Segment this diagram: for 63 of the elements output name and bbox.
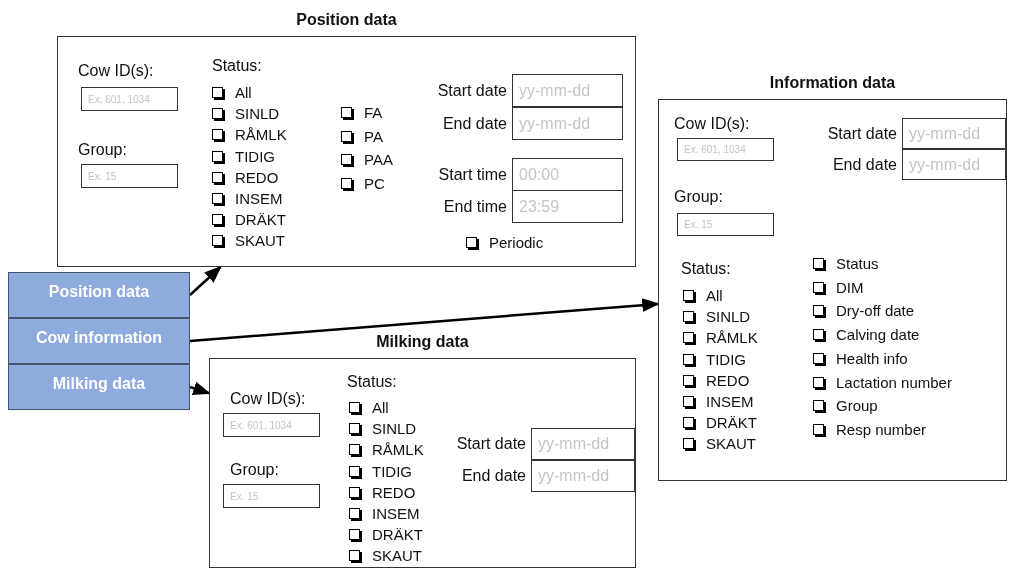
checkbox-label: Periodic <box>489 234 544 252</box>
menu-item: Position data <box>8 272 190 318</box>
status-heading: Status: <box>681 260 731 278</box>
checkbox-label: Health info <box>836 349 908 368</box>
checkbox-label: INSEM <box>235 190 283 208</box>
checkbox-label: Lactation number <box>836 373 952 392</box>
field-label: Start time <box>438 165 507 184</box>
checkbox-label: Status <box>836 255 879 273</box>
checkbox-label: SINLD <box>235 105 280 124</box>
checkbox-label: INSEM <box>706 393 754 411</box>
checkbox-label: PC <box>364 174 385 193</box>
checkbox-label: REDO <box>706 371 750 390</box>
checkbox-label: Resp number <box>836 420 927 439</box>
field-label: End date <box>461 467 526 485</box>
checkbox-label: Group <box>836 397 878 416</box>
field-label: Cow ID(s): <box>230 390 306 408</box>
checkbox-label: REDO <box>372 483 416 502</box>
checkbox-label: SKAUT <box>235 232 285 251</box>
field-label: Group: <box>230 461 279 479</box>
field-label: Cow ID(s): <box>674 115 750 133</box>
field-label: End date <box>832 155 897 174</box>
panel-title: Information data <box>768 74 897 92</box>
field-label: Group: <box>78 141 127 159</box>
checkbox-label: SKAUT <box>706 435 756 454</box>
field-label: Start date <box>437 81 507 100</box>
checkbox-label: SINLD <box>706 308 751 327</box>
field-label: Start date <box>827 124 897 143</box>
checkbox-label: FA <box>364 104 383 122</box>
checkbox-label: SKAUT <box>372 547 422 566</box>
checkbox-label: INSEM <box>372 505 420 523</box>
checkbox-label: DRÄKT <box>235 211 286 230</box>
checkbox-label: SINLD <box>372 420 417 439</box>
field-label: End date <box>442 114 507 133</box>
menu-item: Cow information <box>8 318 190 364</box>
checkbox-label: Calving date <box>836 326 920 345</box>
checkbox-label: Dry-off date <box>836 302 915 321</box>
arrow <box>189 265 222 296</box>
checkbox-label: PAA <box>364 151 393 170</box>
status-heading: Status: <box>347 373 397 391</box>
menu-item: Milking data <box>8 364 190 410</box>
field-label: Start date <box>456 435 526 453</box>
checkbox-label: TIDIG <box>372 462 412 481</box>
panel-title: Milking data <box>375 333 470 351</box>
checkbox-label: All <box>706 287 723 305</box>
panel-title: Position data <box>295 11 398 29</box>
field-label: Group: <box>674 188 723 206</box>
field-label: End time <box>443 197 507 216</box>
field-label: Cow ID(s): <box>78 62 154 80</box>
checkbox-label: TIDIG <box>706 350 746 369</box>
checkbox-label: All <box>372 399 389 417</box>
checkbox-label: DIM <box>836 278 864 297</box>
arrow <box>189 298 660 343</box>
checkbox-label: RÅMLK <box>372 441 424 460</box>
checkbox-label: DRÄKT <box>372 526 423 545</box>
arrow <box>189 381 211 395</box>
checkbox-label: REDO <box>235 168 279 187</box>
checkbox-label: TIDIG <box>235 147 275 166</box>
checkbox-label: RÅMLK <box>706 329 758 348</box>
checkbox-label: All <box>235 84 252 102</box>
checkbox-label: PA <box>364 127 383 146</box>
status-heading: Status: <box>212 57 262 75</box>
checkbox-label: DRÄKT <box>706 414 757 433</box>
checkbox-label: RÅMLK <box>235 126 287 145</box>
